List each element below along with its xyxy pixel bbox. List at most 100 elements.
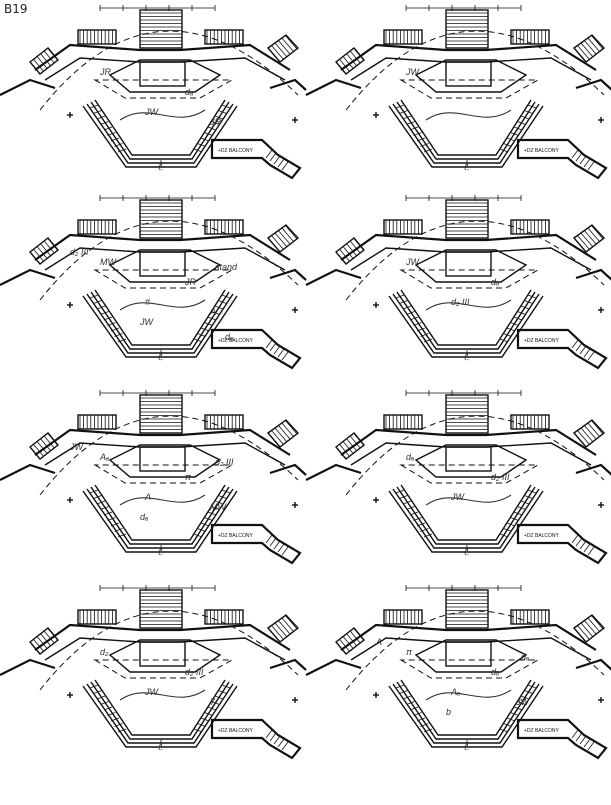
balcony-label: +DZ BALCONY: [218, 728, 254, 734]
handwritten-annotation: JW: [405, 257, 421, 267]
movement-path: [119, 109, 206, 121]
upper-seating-block: [139, 589, 183, 629]
auditorium-arc: [39, 220, 299, 301]
handwritten-annotation: JW: [515, 697, 531, 707]
stage-platform: [93, 444, 234, 484]
handwritten-annotation: dₐ: [521, 652, 529, 662]
upper-seating-block: [139, 394, 183, 434]
upper-seating-block: [445, 394, 489, 434]
handwritten-annotation: JW: [450, 492, 466, 502]
center-mark: ℰ: [464, 743, 469, 752]
stair-towers: [28, 419, 300, 460]
stage-platform: [93, 59, 234, 99]
balcony: +DZ BALCONY: [516, 523, 608, 565]
left-edge: [305, 268, 362, 286]
left-edge: [305, 78, 362, 96]
balcony-label: +DZ BALCONY: [524, 533, 560, 539]
handwritten-annotation: JR: [184, 277, 197, 287]
left-edge: [0, 658, 56, 676]
upper-seating-block: [445, 199, 489, 239]
handwritten-annotation: Aₐ: [450, 687, 460, 697]
movement-path: [119, 494, 206, 506]
handwritten-annotation: dₐ: [406, 452, 414, 462]
balcony-label: +DZ BALCONY: [218, 338, 254, 344]
handwritten-annotation: π: [406, 647, 413, 657]
balcony-label: +DZ BALCONY: [218, 533, 254, 539]
left-edge: [305, 658, 362, 676]
handwritten-annotation: b: [446, 707, 451, 717]
lower-seating-vee: [388, 289, 544, 358]
handwritten-annotation: MW: [100, 257, 117, 267]
lower-seating-vee: [388, 679, 544, 748]
right-edge: [575, 78, 611, 91]
handwritten-annotation: JR: [99, 67, 112, 77]
handwritten-annotation: #: [145, 297, 151, 307]
center-mark: ℰ: [158, 743, 163, 752]
stair-towers: [334, 224, 606, 265]
handwritten-annotation: stand: [215, 262, 238, 272]
lower-seating-vee: [388, 484, 544, 553]
balcony-label: +DZ BALCONY: [524, 338, 560, 344]
balcony: +DZ BALCONY: [516, 718, 608, 760]
stage-platform: [93, 249, 234, 289]
balcony-label: +DZ BALCONY: [524, 728, 560, 734]
stair-towers: [28, 34, 300, 75]
right-edge: [575, 463, 611, 476]
stage-platform: [399, 639, 540, 679]
auditorium-arc: [345, 220, 605, 301]
balcony-label: +DZ BALCONY: [524, 148, 560, 154]
center-mark: ℰ: [464, 548, 469, 557]
right-edge: [575, 658, 611, 671]
handwritten-annotation: d₂ III: [215, 457, 234, 467]
center-mark: ℰ: [158, 353, 163, 362]
left-edge: [0, 463, 56, 481]
stair-towers: [334, 419, 606, 460]
handwritten-annotation: JW: [139, 317, 155, 327]
upper-seating-block: [445, 9, 489, 49]
handwritten-annotation: dₐ: [140, 512, 148, 522]
movement-path: [425, 109, 512, 121]
stage-platform: [93, 639, 234, 679]
side-wings: [340, 29, 597, 81]
handwritten-annotation: JW: [144, 687, 160, 697]
stair-towers: [334, 614, 606, 655]
balcony: +DZ BALCONY: [210, 523, 302, 565]
handwritten-annotation: JW: [144, 107, 160, 117]
upper-seating-block: [445, 589, 489, 629]
lower-seating-vee: [82, 484, 238, 553]
left-edge: [0, 268, 56, 286]
handwritten-annotation: d₂ III: [491, 472, 510, 482]
upper-seating-block: [139, 9, 183, 49]
right-edge: [575, 268, 611, 281]
movement-path: [119, 299, 206, 311]
auditorium-arc: [345, 610, 605, 691]
balcony-label: +DZ BALCONY: [218, 148, 254, 154]
right-edge: [269, 463, 307, 476]
handwritten-annotation: d₂ III: [70, 247, 89, 257]
auditorium-arc: [345, 415, 605, 496]
handwritten-annotation: d₂ III: [185, 667, 204, 677]
stage-platform: [399, 249, 540, 289]
left-edge: [0, 78, 56, 96]
center-mark: ℰ: [464, 353, 469, 362]
handwritten-annotation: Aₐ: [99, 452, 109, 462]
auditorium-arc: [39, 415, 299, 496]
handwritten-annotation: A: [209, 307, 216, 317]
upper-seating-block: [139, 199, 183, 239]
handwritten-annotation: A: [144, 492, 151, 502]
side-wings: [340, 414, 597, 466]
auditorium-arc: [39, 610, 299, 691]
left-edge: [305, 463, 362, 481]
stage-platform: [399, 59, 540, 99]
handwritten-annotation: JR: [209, 117, 222, 127]
right-edge: [269, 78, 307, 91]
stair-towers: [28, 614, 300, 655]
handwritten-annotation: d₂ III: [451, 297, 470, 307]
movement-path: [119, 689, 206, 701]
